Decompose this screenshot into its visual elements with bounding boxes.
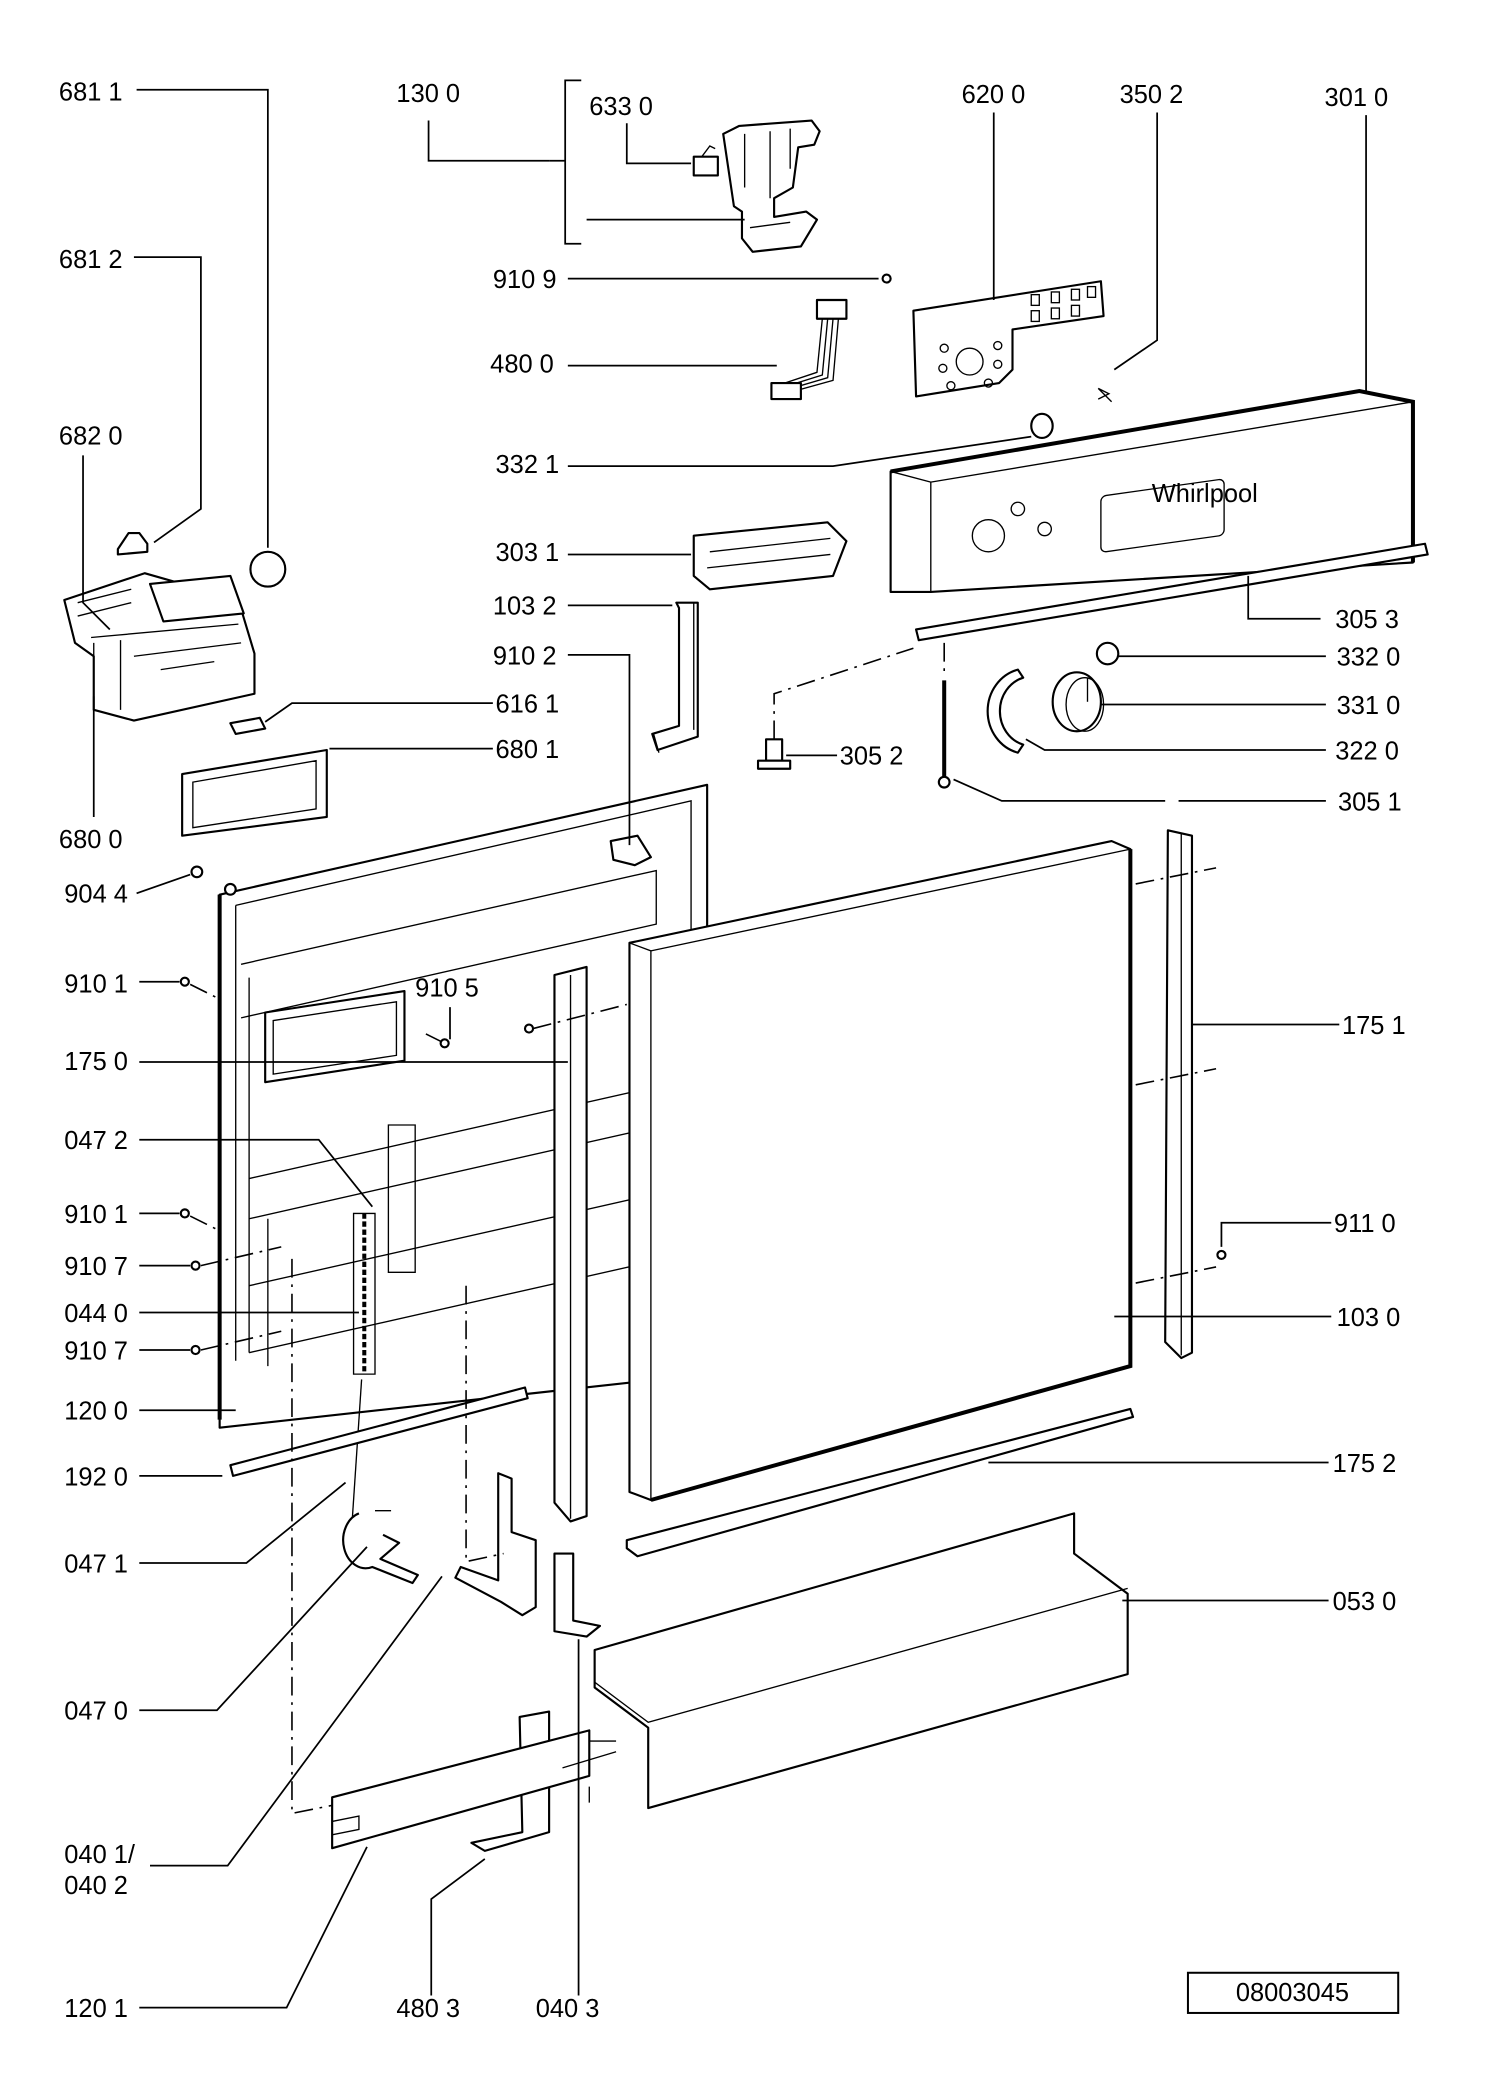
label-620-0: 620 0: [962, 81, 1026, 109]
clip-616-1: [229, 716, 267, 735]
label-175-1: 175 1: [1342, 1012, 1406, 1040]
dispenser-part: [63, 572, 256, 722]
control-panel-part: Whirlpool: [889, 389, 1415, 594]
svg-text:Whirlpool: Whirlpool: [1152, 480, 1258, 508]
label-682-0: 682 0: [59, 423, 123, 451]
label-681-1: 681 1: [59, 78, 123, 106]
label-680-1: 680 1: [496, 736, 560, 764]
screw-910-7a: [190, 1260, 201, 1271]
spring-044-0: [350, 1212, 376, 1541]
label-904-4: 904 4: [64, 881, 128, 909]
label-303-1: 303 1: [496, 539, 560, 567]
label-120-0: 120 0: [64, 1398, 128, 1426]
label-910-1a: 910 1: [64, 970, 128, 998]
kick-plate-053-0: [593, 1512, 1129, 1810]
label-910-1b: 910 1: [64, 1201, 128, 1229]
plug-681-1: [249, 550, 287, 588]
side-strip-175-0: [553, 965, 588, 1523]
label-681-2: 681 2: [59, 246, 123, 274]
label-480-0: 480 0: [490, 350, 554, 378]
label-305-2: 305 2: [840, 743, 904, 771]
bottom-strip-175-2: [625, 1407, 1135, 1558]
screw-910-7b: [190, 1344, 201, 1356]
screw-910-5: [439, 1038, 450, 1049]
wiring-harness-part: [770, 298, 848, 401]
label-047-2: 047 2: [64, 1127, 128, 1155]
label-103-2: 103 2: [493, 593, 557, 621]
label-332-1: 332 1: [496, 451, 560, 479]
latch-681-2: [116, 531, 149, 556]
screw-904-4: [190, 865, 204, 879]
label-192-0: 192 0: [64, 1463, 128, 1491]
label-331-0: 331 0: [1337, 692, 1401, 720]
rail-192-0: [229, 1386, 529, 1477]
label-130-0: 130 0: [396, 80, 460, 108]
microswitch-part: [692, 145, 719, 177]
bracket-040-3: [553, 1552, 602, 1638]
label-040-1: 040 1/: [64, 1841, 136, 1869]
label-047-1: 047 1: [64, 1550, 128, 1578]
screw-305-1: [937, 680, 951, 789]
label-332-0: 332 0: [1337, 644, 1401, 672]
label-103-0: 103 0: [1337, 1304, 1401, 1332]
screw-910-9: [881, 273, 892, 284]
label-350-2: 350 2: [1120, 81, 1184, 109]
label-047-0: 047 0: [64, 1698, 128, 1726]
label-910-5: 910 5: [415, 974, 479, 1002]
label-120-1: 120 1: [64, 1995, 128, 2023]
door-lock-part: [722, 119, 821, 253]
label-305-3: 305 3: [1335, 606, 1399, 634]
lower-rail-120-1: [331, 1729, 591, 1850]
label-480-3: 480 3: [396, 1995, 460, 2023]
label-301-0: 301 0: [1325, 84, 1389, 112]
label-040-3: 040 3: [536, 1995, 600, 2023]
reference-number: 08003045: [1236, 1979, 1349, 2007]
gasket-680-1: [181, 748, 328, 837]
label-911-0: 911 0: [1334, 1210, 1396, 1238]
screw-911-0: [1216, 1249, 1227, 1260]
hinge-bracket-040-1: [454, 1472, 537, 1617]
label-044-0: 044 0: [64, 1300, 128, 1328]
label-040-2: 040 2: [64, 1872, 128, 1900]
mount-305-2: [756, 738, 792, 770]
display-module-part: [692, 521, 848, 591]
label-910-9: 910 9: [493, 266, 557, 294]
label-175-2: 175 2: [1333, 1450, 1397, 1478]
leader-lines: [82, 79, 1367, 2009]
label-322-0: 322 0: [1335, 737, 1399, 765]
label-305-1: 305 1: [1338, 788, 1402, 816]
label-053-0: 053 0: [1333, 1588, 1397, 1616]
front-door-103-0: [628, 840, 1133, 1502]
hinge-047-0: [342, 1510, 419, 1585]
reference-number-box: 08003045: [1186, 1971, 1400, 2014]
label-910-7a: 910 7: [64, 1253, 128, 1281]
clip-350-2: [1097, 387, 1113, 403]
bracket-103-2: [651, 601, 699, 753]
ring-322-0: [986, 668, 1025, 754]
label-633-0: 633 0: [589, 93, 653, 121]
knob-cap-332-0: [1095, 641, 1120, 666]
button-332-1: [1030, 412, 1054, 440]
screw-910-1b: [179, 1208, 190, 1219]
trim-strip-305-3: [915, 542, 1429, 642]
screw-910-1a: [179, 976, 190, 987]
part-labels: 681 1 681 2 682 0 680 0 130 0 633 0 620 …: [59, 78, 1406, 2023]
side-strip-175-1: [1164, 829, 1194, 1360]
label-680-0: 680 0: [59, 826, 123, 854]
knob-331-0: [1051, 671, 1105, 733]
label-910-7b: 910 7: [64, 1337, 128, 1365]
label-616-1: 616 1: [496, 691, 560, 719]
control-board-part: [912, 280, 1105, 398]
label-175-0: 175 0: [64, 1048, 128, 1076]
label-910-2: 910 2: [493, 642, 557, 670]
